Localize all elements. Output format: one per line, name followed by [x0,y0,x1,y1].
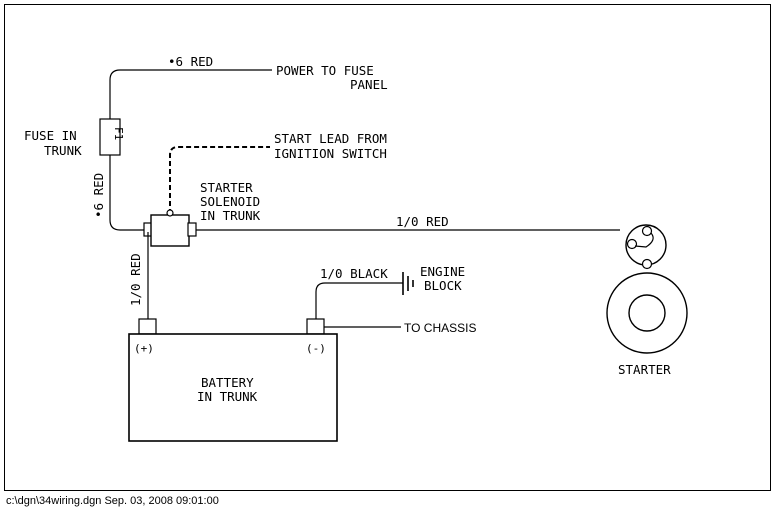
main-cable-label: 1/0 RED [396,214,449,229]
solenoid-body [150,214,190,247]
starter-solenoid-link [634,232,654,248]
ground-cable-label: 1/0 BLACK [320,266,388,281]
starter-solenoid-top-post [641,225,653,237]
start-lead-label-1: START LEAD FROM [274,131,387,146]
fuse-in-trunk-label-2: TRUNK [44,143,82,158]
engine-block-label-1: ENGINE [420,264,465,279]
start-lead-label-2: IGNITION SWITCH [274,146,387,161]
fuse-to-solenoid-wire [109,155,145,231]
fuse-in-trunk-label-1: FUSE IN [24,128,77,143]
file-info-footer: c:\dgn\34wiring.dgn Sep. 03, 2008 09:01:… [6,495,219,507]
solenoid-label-3: IN TRUNK [200,208,261,223]
fuse-wire-label: •6 RED [168,54,213,69]
battery-label-2: IN TRUNK [197,389,258,404]
power-to-fuse-label-1: POWER TO FUSE [276,63,374,78]
ground-cable [315,282,403,319]
engine-ground-symbol [402,272,414,295]
diagram-frame [4,4,771,491]
start-lead-wire [169,146,270,214]
battery-pos-label: (+) [134,342,154,355]
battery-neg-label: (-) [306,342,326,355]
vertical-6-red-label: •6 RED [91,173,106,218]
power-to-fuse-label-2: PANEL [350,77,388,92]
solenoid-right-terminal [187,222,197,237]
fuse-symbol-label: F1 [112,127,125,140]
battery-cable-label: 1/0 RED [128,253,143,306]
starter-motor-inner [628,294,666,332]
solenoid-label-1: STARTER [200,180,253,195]
battery-label-1: BATTERY [201,375,254,390]
starter-solenoid-bottom-post [641,258,653,270]
solenoid-start-post [166,209,174,217]
battery-body [128,333,338,442]
starter-label: STARTER [618,362,671,377]
to-chassis-label: TO CHASSIS [404,321,476,335]
battery-pos-post [138,318,157,335]
power-wire [109,69,272,119]
battery-neg-post [306,318,325,335]
engine-block-label-2: BLOCK [424,278,462,293]
solenoid-label-2: SOLENOID [200,194,260,209]
starter-solenoid-left-post [626,238,638,250]
